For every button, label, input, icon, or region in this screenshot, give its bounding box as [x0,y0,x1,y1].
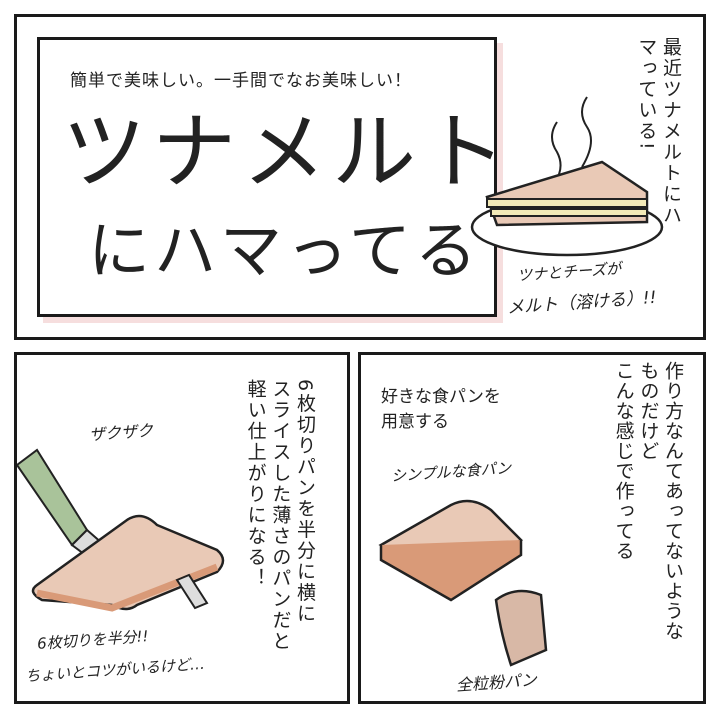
narration-line-2: ものだけど [637,361,660,461]
narration-line-1: 作り方なんてあってないような [662,361,684,641]
caption-line-2: 用意する [381,411,449,432]
panel-slice-bread: 6枚切りパンを半分に横に スライスした薄さのパンだと 軽い仕上がりになる！ ザク… [14,352,350,704]
panel-title: 簡単で美味しい。一手間でなお美味しい！ ツナメルト にハマってる 最近ツナメルト… [14,14,706,340]
handwritten-note-1: ツナとチーズが [516,259,622,285]
narration: 6枚切りパンを半分に横に スライスした薄さのパンだと 軽い仕上がりになる！ [243,379,317,689]
handwritten-note-2: ちょいとコツがいるけど… [24,654,206,686]
caption-line-1: 好きな食パンを [381,387,501,407]
tuna-melt-sandwich-illustration [470,96,664,257]
title-line-2: にハマってる [88,214,481,287]
title-line-1: ツナメルト [62,103,513,201]
narration-line-2: スライスした薄さのパンだと [269,379,292,652]
handwritten-note-2: メルト（溶ける）!! [506,287,658,319]
label-simple-bread: シンプルな食パン [390,458,512,486]
sfx-zaku-zaku: ザクザク [88,420,154,445]
panel-prepare-bread: 作り方なんてあってないような ものだけど こんな感じで作ってる 好きな食パンを … [358,352,706,704]
narration-line-3: 軽い仕上がりになる！ [244,379,267,589]
title-box: 簡単で美味しい。一手間でなお美味しい！ ツナメルト にハマってる [37,37,506,317]
narration-line-3: こんな感じで作ってる [612,361,635,561]
handwritten-note-1: 6枚切りを半分!! [36,627,150,653]
narration-line-1: 6枚切りパンを半分に横に [294,379,316,625]
label-wholegrain-bread: 全粒粉パン [455,670,538,695]
narration: 作り方なんてあってないような ものだけど こんな感じで作ってる [611,361,685,697]
subtitle: 簡単で美味しい。一手間でなお美味しい！ [70,71,412,91]
knife-and-bread-illustration [17,448,225,612]
narration: 最近ツナメルトにハマっている! [635,37,682,226]
bread-slices-illustration [378,499,548,667]
caption: 好きな食パンを 用意する [381,385,501,434]
